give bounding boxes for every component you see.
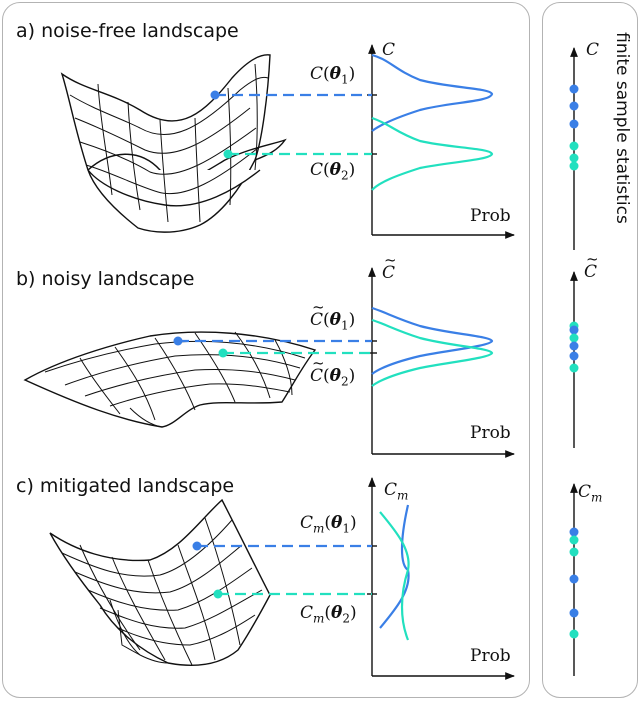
- point-c-theta2: [213, 589, 223, 599]
- point-a-theta2: [223, 149, 233, 159]
- label-b-theta1: C(θ1): [310, 298, 355, 332]
- point-c-theta1: [192, 541, 202, 551]
- axis-label-c: Cm: [384, 480, 409, 503]
- distribution-c-theta1: [379, 504, 410, 629]
- section-a-title: a) noise-free landscape: [16, 20, 239, 42]
- side-axis-label-a: C: [586, 40, 600, 60]
- section-b-title: b) noisy landscape: [16, 268, 195, 290]
- distribution-a-theta1: [371, 53, 494, 132]
- side-axis-label-c: Cm: [578, 482, 603, 505]
- surface-c: [49, 498, 271, 666]
- label-c-theta1: Cm(θ1): [300, 513, 357, 536]
- surface-a: [60, 54, 287, 233]
- x-label-b: Prob: [470, 423, 511, 443]
- distribution-b-theta2: [371, 318, 494, 387]
- point-b-theta1: [173, 336, 183, 346]
- distribution-b-theta1: [371, 306, 494, 375]
- side-samples-c: [569, 527, 579, 639]
- x-label-c: Prob: [470, 646, 511, 666]
- point-b-theta2: [218, 348, 228, 358]
- label-a-theta2: C(θ2): [310, 160, 356, 183]
- surface-b: [23, 331, 317, 428]
- main-panel: [2, 2, 530, 698]
- axis-label-b: C: [382, 251, 397, 283]
- distribution-a-theta2: [371, 116, 494, 191]
- label-a-theta1: C(θ1): [310, 64, 356, 87]
- side-samples-a: [569, 84, 579, 171]
- section-c-title: c) mitigated landscape: [16, 475, 235, 497]
- label-c-theta2: Cm(θ2): [300, 603, 357, 626]
- distribution-c-theta2: [379, 511, 410, 641]
- side-panel: [542, 2, 638, 698]
- side-samples-b: [569, 321, 579, 373]
- point-a-theta1: [210, 90, 220, 100]
- side-axis-label-b: C: [584, 250, 599, 282]
- label-b-theta2: C(θ2): [310, 354, 355, 388]
- axis-label-a: C: [382, 40, 396, 60]
- x-label-a: Prob: [470, 206, 511, 226]
